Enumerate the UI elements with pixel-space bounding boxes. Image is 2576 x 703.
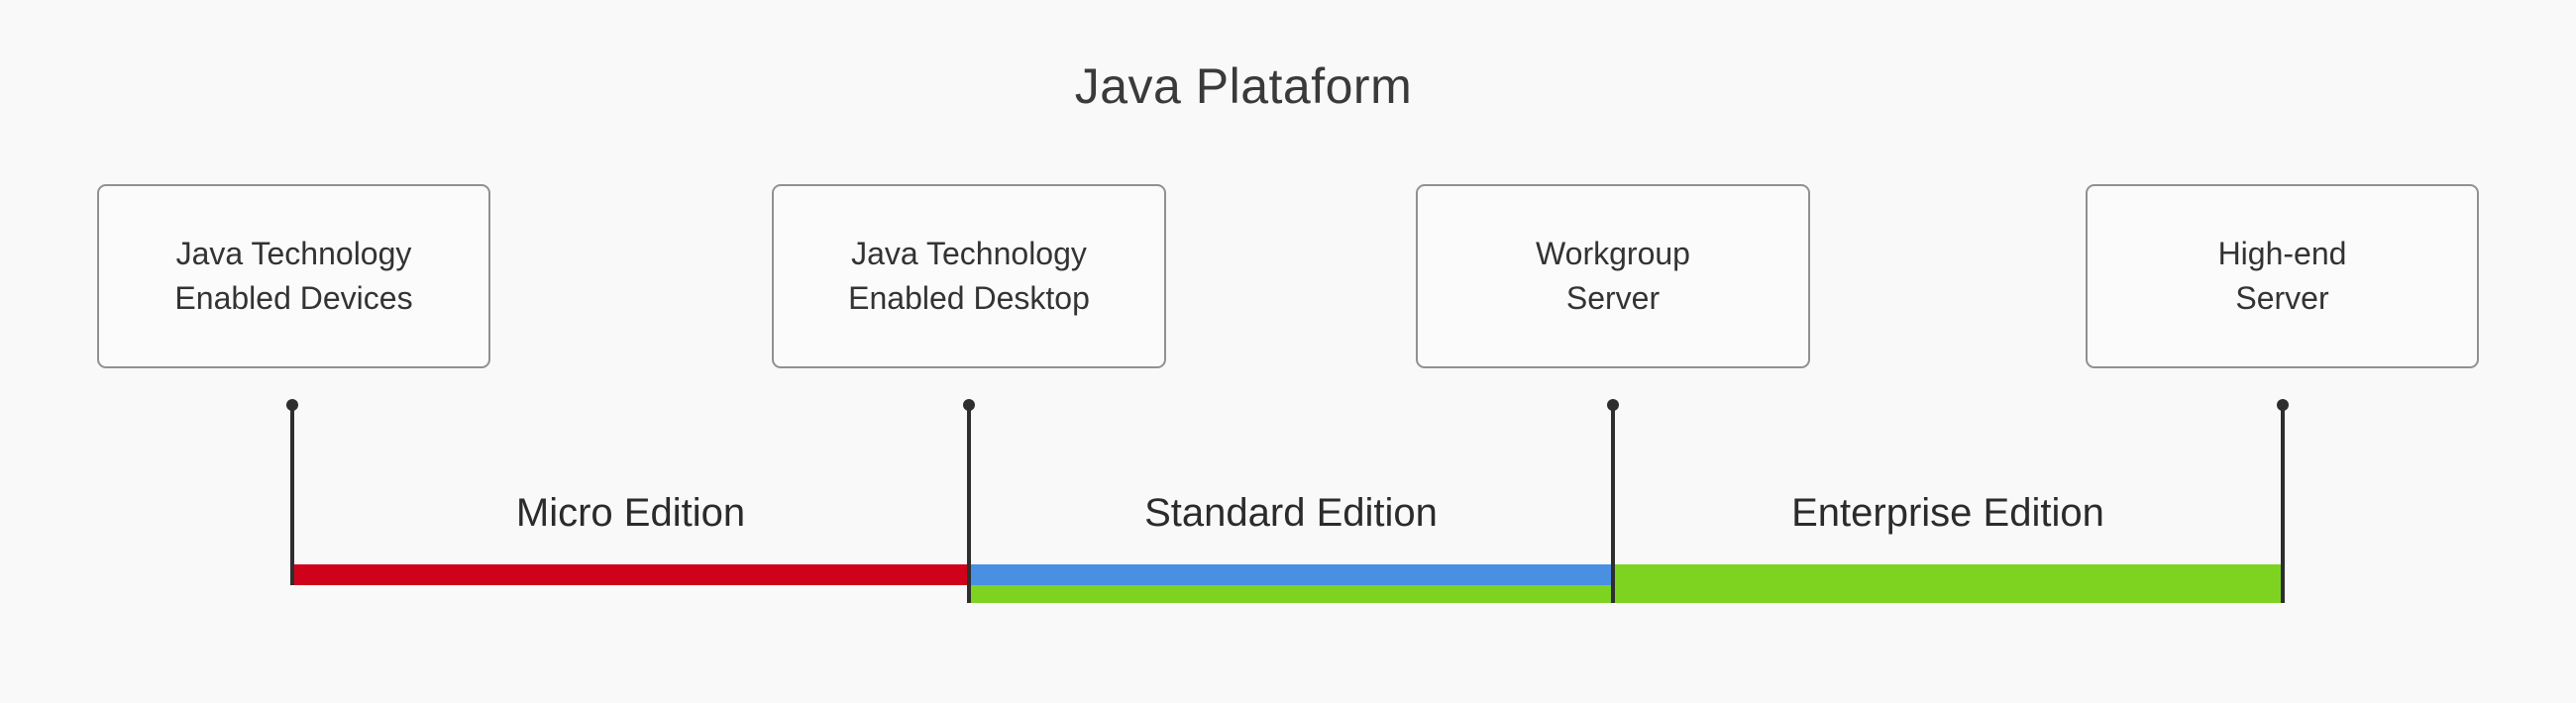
bar-micro-edition — [294, 564, 969, 585]
edition-label-enterprise: Enterprise Edition — [1791, 491, 2104, 535]
page-title: Java Plataform — [1074, 58, 1413, 114]
node-box-label-line: Server — [2235, 280, 2329, 316]
node-box-workgroup-server: Workgroup Server — [1416, 184, 1810, 368]
bar-enterprise-edition-upper — [1613, 564, 2284, 585]
node-box-java-devices: Java Technology Enabled Devices — [97, 184, 490, 368]
node-box-highend-server: High-end Server — [2086, 184, 2479, 368]
node-box-label-line: Server — [1565, 280, 1661, 316]
connector-stem — [967, 405, 971, 603]
bar-enterprise-edition-lower — [969, 585, 2284, 603]
connector-stem — [2281, 405, 2285, 603]
node-box-label-line: Java Technology — [175, 236, 412, 271]
edition-label-micro: Micro Edition — [515, 491, 746, 535]
node-box-java-desktop: Java Technology Enabled Desktop — [772, 184, 1166, 368]
node-box-label-line: Java Technology — [851, 236, 1087, 271]
node-box-label-line: High-end — [2217, 236, 2347, 271]
bar-standard-edition — [969, 564, 1613, 585]
node-box-label-line: Enabled Desktop — [848, 280, 1090, 316]
connector-stem — [1611, 405, 1615, 603]
node-box-label-line: Enabled Devices — [174, 280, 413, 316]
connector-stem — [290, 405, 294, 585]
edition-label-standard: Standard Edition — [1144, 491, 1438, 535]
node-box-label-line: Workgroup — [1536, 236, 1690, 271]
